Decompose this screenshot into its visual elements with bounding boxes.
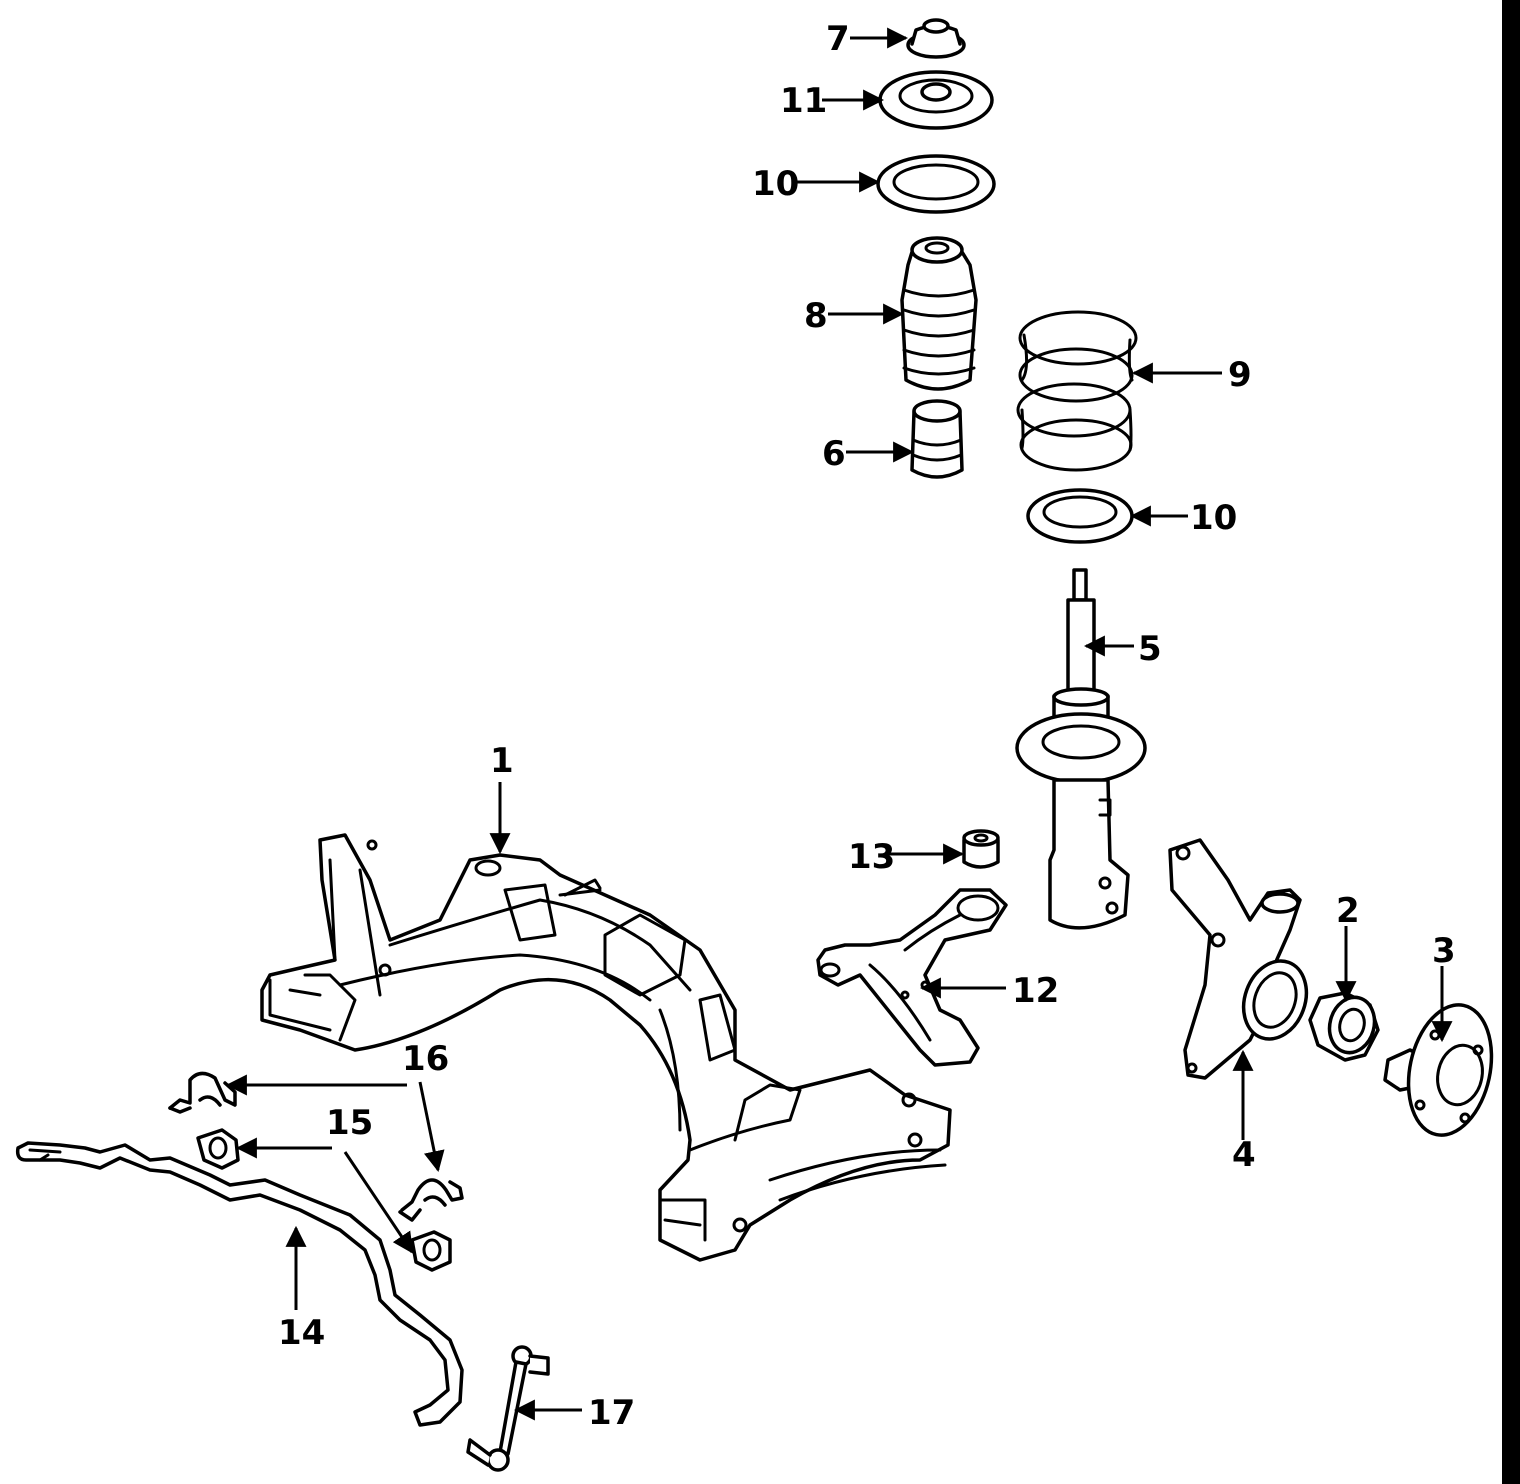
part-13-bushing: [962, 829, 1000, 869]
part-8-dust-boot: [900, 236, 978, 391]
callout-5: 5: [1138, 629, 1162, 669]
part-16-bracket-upper: [168, 1071, 237, 1114]
part-5-strut-assembly: [1015, 568, 1147, 930]
callout-1: 1: [490, 741, 514, 781]
callout-14: 14: [278, 1313, 325, 1353]
part-11-strut-mount: [878, 70, 994, 130]
part-12-control-arm: [816, 888, 1008, 1067]
part-9-coil-spring: [1016, 310, 1138, 472]
part-17-stabilizer-link: [466, 1345, 550, 1472]
part-2-wheel-bearing: [1308, 991, 1380, 1062]
callout-6: 6: [822, 434, 846, 474]
callout-10-upper: 10: [752, 164, 799, 204]
part-6-bump-stop: [910, 399, 964, 479]
leader-lines: [225, 27, 1453, 1421]
callout-9: 9: [1228, 355, 1252, 395]
callout-12: 12: [1012, 971, 1059, 1011]
part-15-bushing-lower: [410, 1230, 452, 1272]
callout-2: 2: [1336, 891, 1360, 931]
callout-17: 17: [588, 1393, 635, 1433]
part-15-bushing-upper: [196, 1128, 240, 1170]
part-4-knuckle: [1168, 838, 1309, 1080]
callout-7: 7: [826, 19, 850, 59]
callout-11: 11: [780, 81, 827, 121]
callout-10-lower: 10: [1190, 498, 1237, 538]
part-3-wheel-hub: [1383, 1003, 1494, 1137]
part-1-subframe: [260, 833, 952, 1262]
page-edge: [1502, 0, 1520, 1484]
part-10-upper-spring-seat: [876, 154, 996, 214]
callout-16: 16: [402, 1039, 449, 1079]
callout-8: 8: [804, 296, 828, 336]
callout-15: 15: [326, 1103, 373, 1143]
part-7-mount-cap: [906, 18, 966, 59]
part-14-stabilizer-bar: [15, 1141, 464, 1427]
part-16-bracket-lower: [398, 1178, 464, 1222]
callout-3: 3: [1432, 931, 1456, 971]
callout-13: 13: [848, 837, 895, 877]
callout-labels: 7 11 10 8 9 6 10 5 1 13 12 2 3 4 16 15 1…: [278, 19, 1456, 1433]
callout-4: 4: [1232, 1135, 1256, 1175]
part-10-lower-spring-seat: [1026, 488, 1134, 544]
